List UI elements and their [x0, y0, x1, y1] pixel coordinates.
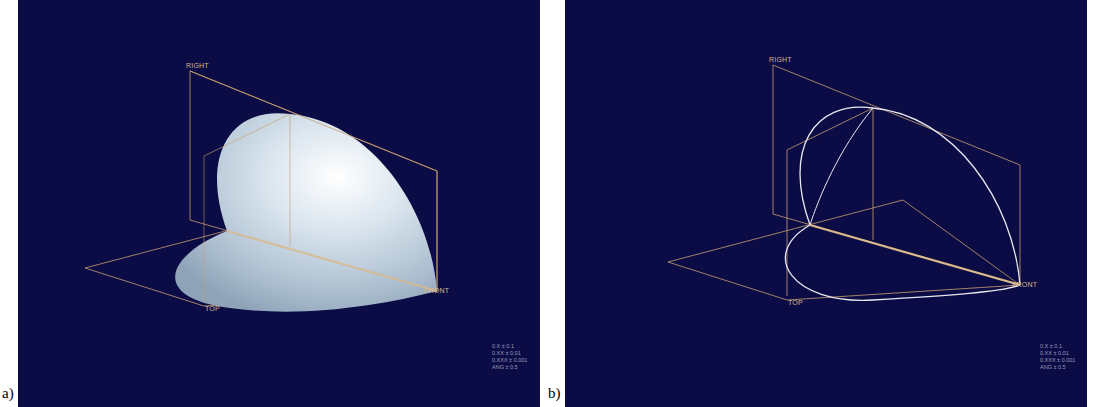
- shaded-model: [85, 71, 437, 312]
- tolerance-note: ANG ± 0.5: [1040, 365, 1066, 371]
- tolerance-note: 0.X ± 0.1: [1040, 344, 1062, 350]
- datum-plane-label: FRONT: [424, 287, 449, 294]
- tolerance-note: 0.XXX ± 0.001: [492, 358, 527, 364]
- tolerance-note: 0.X ± 0.1: [492, 344, 514, 350]
- datum-plane-label: RIGHT: [769, 56, 792, 63]
- datum-plane-label: FRONT: [1012, 281, 1037, 288]
- tolerance-note: 0.XX ± 0.01: [492, 351, 521, 357]
- datum-plane-label: TOP: [788, 299, 803, 306]
- tolerance-note: 0.XXX ± 0.001: [1040, 358, 1075, 364]
- datum-plane-label: RIGHT: [186, 62, 209, 69]
- tolerance-note: ANG ± 0.5: [492, 365, 518, 371]
- viewport-background: [565, 0, 1087, 407]
- viewport-background: [18, 0, 540, 407]
- wireframe-model: [668, 65, 1020, 300]
- tolerance-note: 0.XX ± 0.01: [1040, 351, 1069, 357]
- datum-plane-label: TOP: [205, 305, 220, 312]
- panel-letter: a): [2, 386, 14, 401]
- panel-letter: b): [548, 386, 561, 401]
